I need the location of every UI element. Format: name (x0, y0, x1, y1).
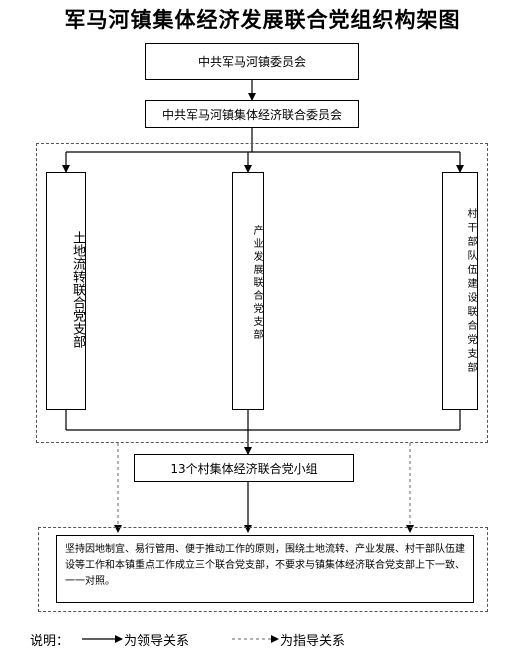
note-frame (38, 527, 488, 612)
node-branch-industry: 产业发展联合党支部 (232, 172, 264, 410)
legend-solid-text: 为领导关系 (124, 634, 190, 649)
node-label: 土地流转联合党支部 (70, 230, 85, 348)
node-label: 村干部队伍建设联合党支部 (465, 207, 476, 376)
legend-label: 说明： (30, 634, 70, 649)
node-town-committee: 中共军马河镇委员会 (145, 43, 359, 80)
node-label: 产业发展联合党支部 (251, 224, 262, 342)
node-collective-committee: 中共军马河镇集体经济联合委员会 (145, 100, 359, 128)
node-label: 13个村集体经济联合党小组 (170, 461, 318, 476)
diagram-title: 军马河镇集体经济发展联合党组织构架图 (64, 8, 461, 32)
legend-dashed-text: 为指导关系 (280, 634, 346, 649)
node-label: 中共军马河镇集体经济联合委员会 (161, 107, 342, 122)
note-text: 坚持因地制宜、易行管用、便于推动工作的原则，围绕土地流转、产业发展、村干部队伍建… (65, 544, 465, 587)
node-branch-cadre: 村干部队伍建设联合党支部 (442, 172, 478, 410)
node-village-group: 13个村集体经济联合党小组 (134, 454, 354, 482)
node-label: 中共军马河镇委员会 (197, 55, 306, 69)
note-box: 坚持因地制宜、易行管用、便于推动工作的原则，围绕土地流转、产业发展、村干部队伍建… (56, 535, 474, 603)
node-branch-land-transfer: 土地流转联合党支部 (46, 172, 86, 410)
branch-frame (36, 143, 488, 443)
